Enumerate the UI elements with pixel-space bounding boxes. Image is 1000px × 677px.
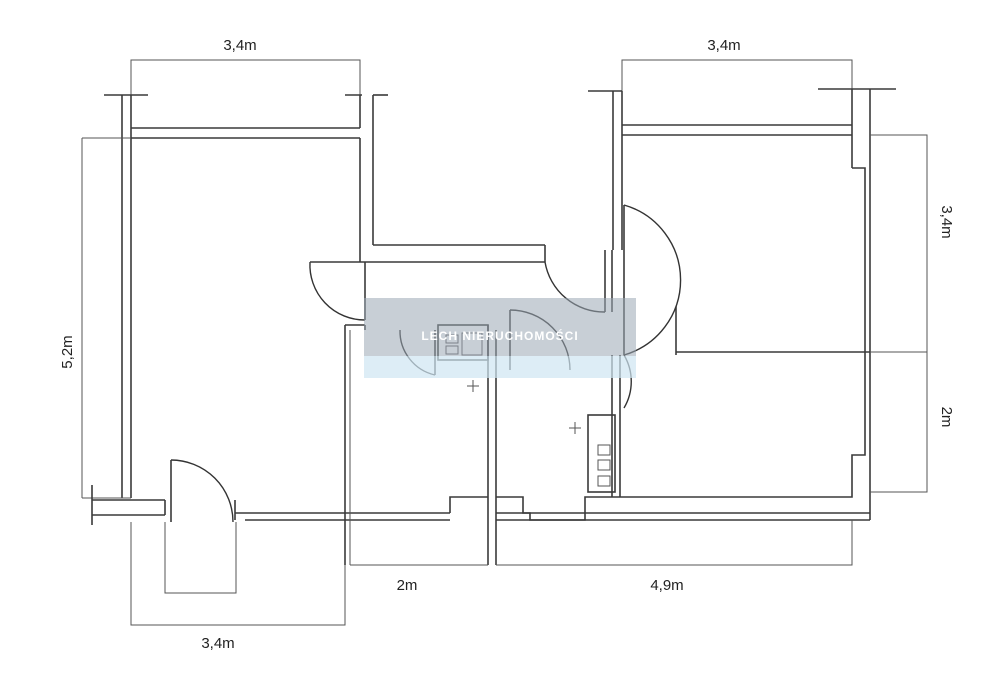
dimension-label-right-lower: 2m xyxy=(938,407,955,428)
dimension-label-bottom-left: 3,4m xyxy=(201,635,234,652)
dimension-top-left: 3,4m xyxy=(130,37,361,128)
dimension-label-left: 5,2m xyxy=(59,335,76,368)
room-left xyxy=(81,94,450,525)
watermark: LECH NIERUCHOMOŚCI xyxy=(364,298,636,378)
dimension-label-top-left: 3,4m xyxy=(223,37,256,54)
watermark-text: LECH NIERUCHOMOŚCI xyxy=(421,328,578,343)
room-right-upper: 3,4m xyxy=(588,37,928,520)
dimension-label-bottom-right: 4,9m xyxy=(650,577,683,594)
dimension-label-top-right: 3,4m xyxy=(707,37,740,54)
dimension-label-bottom-middle: 2m xyxy=(397,577,418,594)
balcony: 3,4m xyxy=(130,459,346,652)
dimension-label-right-upper: 3,4m xyxy=(938,205,955,238)
